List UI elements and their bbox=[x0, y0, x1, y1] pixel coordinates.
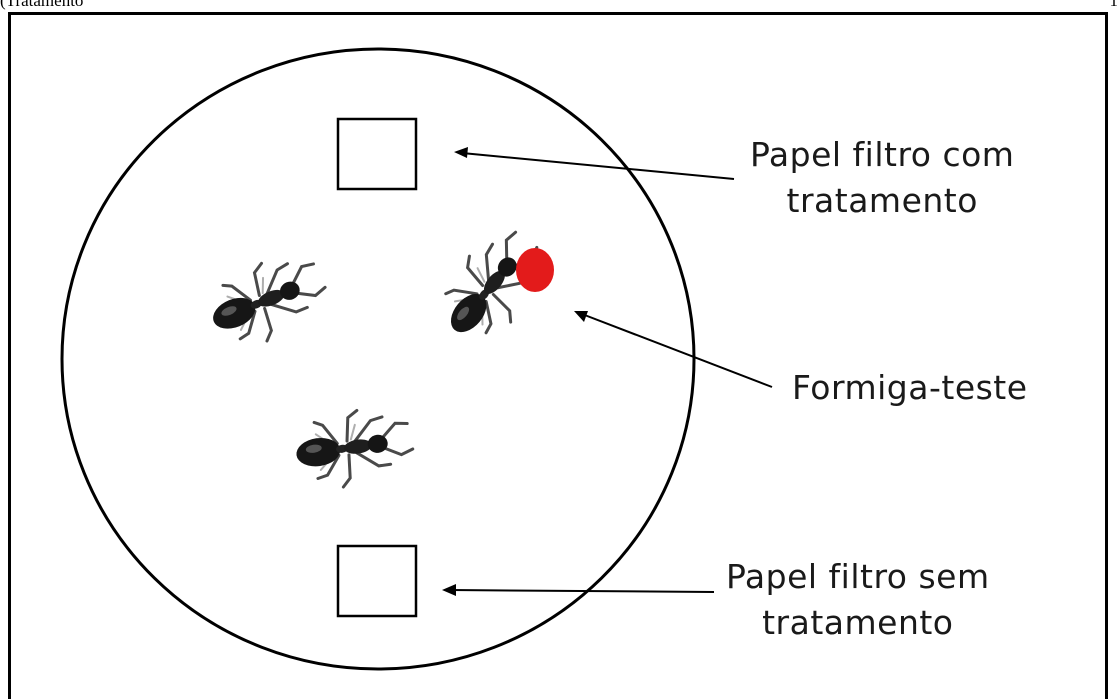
arrowhead-untreated bbox=[442, 584, 456, 596]
arrow-untreated bbox=[450, 590, 714, 592]
arrowhead-test-ant bbox=[574, 311, 588, 322]
test-ant-label: Formiga-teste bbox=[792, 365, 1028, 411]
arrow-test-ant bbox=[582, 314, 772, 387]
red-paint-mark bbox=[516, 248, 554, 292]
test-ant-label-text: Formiga-teste bbox=[792, 365, 1028, 411]
ant-icon bbox=[291, 403, 416, 492]
untreated-paper-label-line2: tratamento bbox=[726, 600, 990, 646]
untreated-paper-label: Papel filtro sem tratamento bbox=[726, 554, 990, 646]
treated-filter-paper bbox=[338, 119, 416, 189]
treated-paper-label: Papel filtro com tratamento bbox=[750, 132, 1014, 224]
untreated-paper-label-line1: Papel filtro sem bbox=[726, 554, 990, 600]
arrow-treated bbox=[462, 153, 734, 179]
treated-paper-label-line1: Papel filtro com bbox=[750, 132, 1014, 178]
treated-paper-label-line2: tratamento bbox=[750, 178, 1014, 224]
arrowhead-treated bbox=[454, 147, 468, 158]
ant-icon bbox=[200, 245, 335, 357]
untreated-filter-paper bbox=[338, 546, 416, 616]
